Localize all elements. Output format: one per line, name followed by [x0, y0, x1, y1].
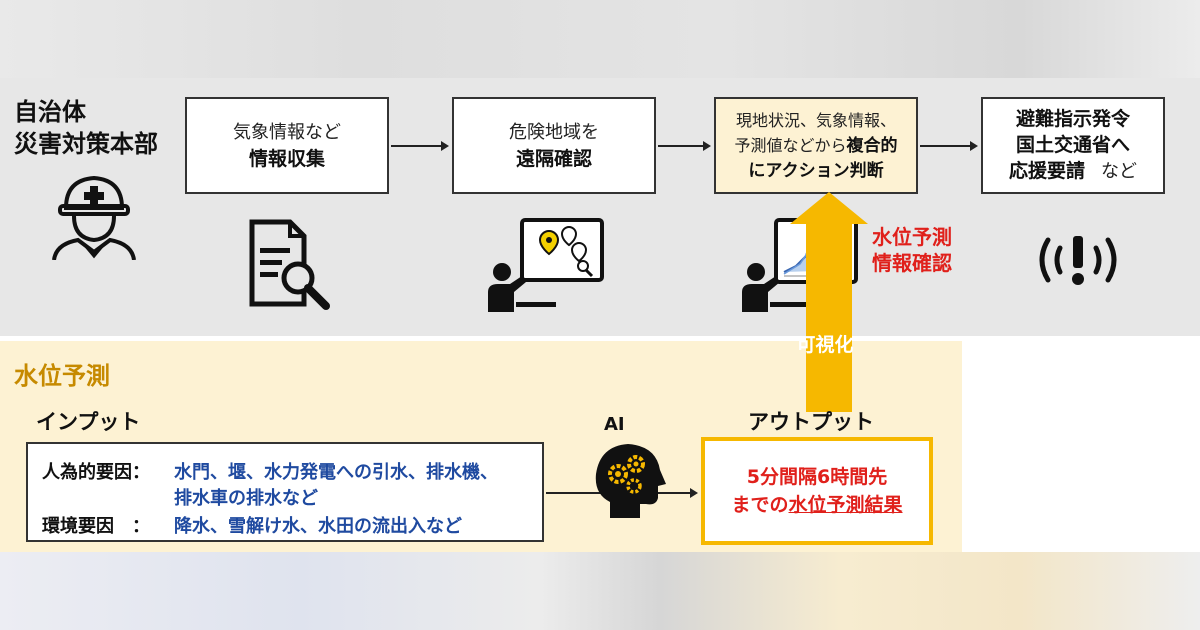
worker-helmet-icon — [52, 175, 136, 260]
arrow-step2-to-step3 — [658, 141, 711, 151]
step4-line3b: など — [1101, 161, 1138, 182]
actor-label: 自治体災害対策本部 — [14, 96, 158, 160]
step-info-gathering: 気象情報など 情報収集 — [185, 97, 389, 194]
step1-line2: 情報収集 — [248, 147, 325, 170]
water-level-confirm-label: 水位予測情報確認 — [872, 224, 952, 276]
ai-head-gears-icon — [595, 444, 666, 518]
top-blur-band — [0, 0, 1200, 78]
step4-line3a: 応援要請 — [1008, 160, 1085, 182]
document-search-icon — [249, 219, 330, 310]
step-evacuation-order: 避難指示発令 国土交通省へ 応援要請 など — [981, 97, 1165, 194]
step3-line2a: 予測値などから — [734, 135, 847, 155]
env-factor-text1: 降水、雪解け水、水田の流出入など — [174, 516, 462, 537]
input-title: インプット — [36, 410, 141, 434]
output-line2b: 水位予測結果 — [788, 494, 903, 516]
step-remote-check: 危険地域を 遠隔確認 — [452, 97, 656, 194]
step2-line2: 遠隔確認 — [515, 147, 592, 170]
step3-line3: にアクション判断 — [748, 160, 884, 181]
env-factor-label: 環境要因 ： — [42, 516, 150, 537]
ai-label: AI — [604, 414, 625, 435]
alert-signal-icon — [1039, 236, 1117, 285]
remote-monitor-person-icon — [488, 218, 604, 312]
input-factors-box: 人為的要因： 水門、堰、水力発電への引水、排水機、 排水車の排水など 環境要因 … — [26, 442, 544, 542]
output-line1: 5分間隔6時間先 — [746, 466, 888, 488]
step2-line1: 危険地域を — [509, 121, 599, 143]
actor-line2: 災害対策本部 — [14, 130, 158, 158]
arrow-step1-to-step2 — [391, 141, 449, 151]
confirm-line2: 情報確認 — [872, 251, 952, 275]
step4-line1: 避難指示発令 — [1015, 108, 1130, 130]
output-result-box: 5分間隔6時間先 までの水位予測結果 — [701, 437, 933, 545]
arrow-step3-to-step4 — [920, 141, 978, 151]
visualize-label: 可視化 — [796, 334, 854, 356]
bottom-blur-band — [0, 552, 1200, 630]
confirm-line1: 水位予測 — [872, 225, 952, 249]
prediction-title: 水位予測 — [14, 362, 110, 390]
visualization-up-arrow — [790, 192, 868, 412]
output-line2a: までの — [731, 494, 789, 516]
human-factor-text2: 排水車の排水など — [174, 488, 318, 509]
step3-line1: 現地状況、気象情報、 — [735, 110, 896, 130]
step-action-decision: 現地状況、気象情報、 予測値などから複合的 にアクション判断 — [714, 97, 918, 194]
step4-line2: 国土交通省へ — [1015, 134, 1130, 156]
step3-line2b: 複合的 — [846, 135, 898, 156]
human-factor-text1: 水門、堰、水力発電への引水、排水機、 — [174, 462, 498, 483]
output-title: アウトプット — [748, 410, 874, 434]
actor-line1: 自治体 — [14, 98, 86, 126]
human-factor-label: 人為的要因： — [42, 462, 150, 483]
step1-line1: 気象情報など — [233, 121, 341, 143]
